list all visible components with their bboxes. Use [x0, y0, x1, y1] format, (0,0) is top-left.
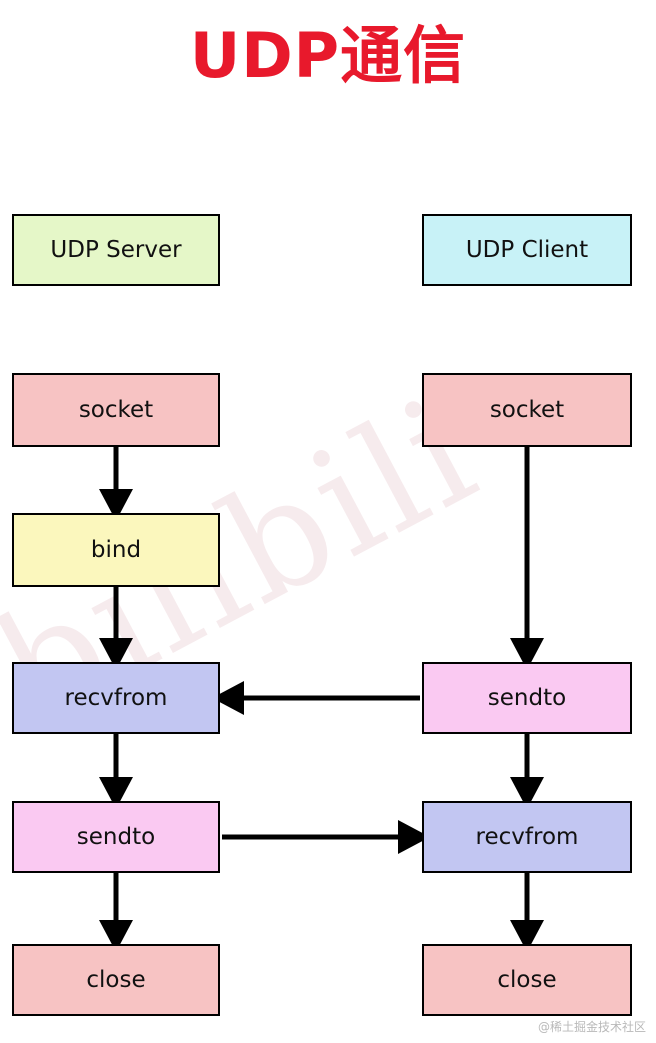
node-server-close[interactable]: close	[12, 944, 220, 1016]
node-label: close	[86, 967, 146, 993]
node-label: sendto	[487, 685, 567, 711]
page-title: UDP通信	[189, 19, 467, 92]
node-client-sendto[interactable]: sendto	[422, 662, 632, 734]
node-label: UDP Server	[50, 237, 182, 263]
node-client-close[interactable]: close	[422, 944, 632, 1016]
node-label: recvfrom	[64, 685, 168, 711]
node-udp-server-header[interactable]: UDP Server	[12, 214, 220, 286]
node-label: close	[497, 967, 557, 993]
node-server-recvfrom[interactable]: recvfrom	[12, 662, 220, 734]
node-label: sendto	[76, 824, 156, 850]
node-client-recvfrom[interactable]: recvfrom	[422, 801, 632, 873]
node-server-bind[interactable]: bind	[12, 513, 220, 587]
node-label: recvfrom	[475, 824, 579, 850]
node-udp-client-header[interactable]: UDP Client	[422, 214, 632, 286]
node-label: socket	[78, 397, 154, 423]
node-label: bind	[90, 537, 142, 563]
node-label: socket	[489, 397, 565, 423]
node-client-socket[interactable]: socket	[422, 373, 632, 447]
node-server-socket[interactable]: socket	[12, 373, 220, 447]
node-server-sendto[interactable]: sendto	[12, 801, 220, 873]
credit-text: @稀土掘金技术社区	[537, 1020, 646, 1034]
node-label: UDP Client	[465, 237, 589, 263]
